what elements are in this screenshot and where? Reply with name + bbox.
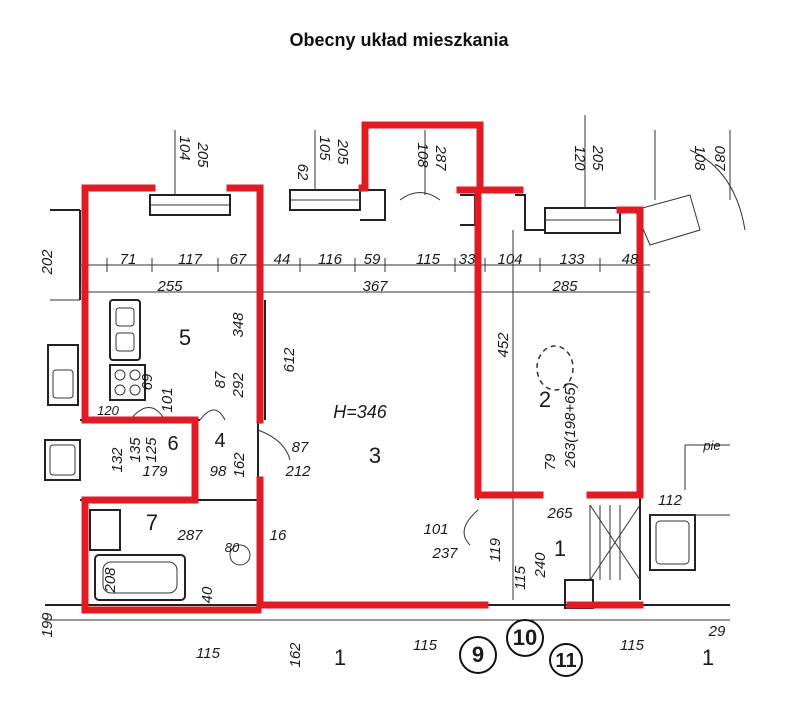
dim-label: 87 (292, 439, 309, 456)
dim-label: 71 (120, 251, 137, 268)
dim-label: 29 (708, 623, 726, 640)
room-label-6: 6 (167, 433, 178, 455)
room-label-7: 7 (146, 510, 158, 535)
dim-label: 44 (274, 251, 291, 268)
highlighted-walls (81, 121, 644, 614)
dim-label: 240 (532, 552, 549, 579)
room-label-2: 2 (539, 387, 551, 412)
dim-label: 179 (142, 463, 168, 480)
dim-label: 101 (159, 387, 176, 412)
dim-label: 67 (230, 251, 247, 268)
bottom-room-label-a: 1 (334, 645, 346, 670)
dim-label: 265 (546, 505, 573, 522)
dim-label: 199 (39, 612, 56, 638)
dim-label: 125 (143, 437, 160, 463)
dim-label: 108 (414, 142, 431, 168)
misc-dimensions: 87 212 179 98 287 16 101 237 265 112 115… (97, 403, 726, 662)
vertical-dimensions: 104 205 62 105 205 108 287 120 205 108 0… (39, 135, 728, 667)
dim-label: 255 (156, 278, 183, 295)
top-dimensions: 71 117 67 44 116 59 115 33 104 133 48 25… (120, 251, 639, 295)
dim-label: 112 (658, 492, 683, 509)
dim-label: 108 (691, 145, 708, 171)
dim-label: 80 (225, 540, 240, 555)
dim-label: 135 (127, 437, 144, 463)
dim-label: 452 (495, 332, 512, 358)
dim-label: 087 (711, 145, 728, 171)
dim-label: 115 (413, 637, 438, 654)
dim-label: 115 (416, 251, 441, 268)
ceiling-height-label: H=346 (333, 402, 388, 422)
dim-label: 202 (39, 249, 56, 276)
dim-label: 59 (364, 251, 381, 268)
dim-label: 285 (551, 278, 578, 295)
dim-label: 120 (97, 403, 119, 418)
dim-label: 205 (194, 141, 211, 168)
dim-label: pie (702, 438, 720, 453)
dim-label: 104 (176, 135, 193, 160)
dim-label: 115 (196, 645, 221, 662)
dim-label: 287 (432, 144, 449, 171)
dim-label: 101 (423, 521, 448, 538)
dim-label: 208 (102, 567, 119, 594)
room-label-3: 3 (369, 443, 381, 468)
dim-label: 367 (362, 278, 388, 295)
dim-label: 87 (212, 371, 229, 388)
dim-label: 287 (176, 527, 203, 544)
circled-number-11: 11 (555, 650, 576, 672)
dim-label: 212 (284, 463, 311, 480)
dim-label: 69 (139, 373, 156, 390)
room-label-4: 4 (214, 430, 225, 452)
dim-label: 104 (497, 251, 522, 268)
room-label-1: 1 (554, 536, 566, 561)
dim-label: 292 (230, 372, 247, 399)
dim-label: 98 (210, 463, 227, 480)
dim-label: 132 (109, 447, 126, 473)
dim-label: 79 (542, 453, 559, 470)
dim-label: 237 (431, 545, 458, 562)
dim-label: 33 (459, 251, 476, 268)
dim-label: 612 (281, 347, 298, 373)
room-label-5: 5 (179, 325, 191, 350)
dim-label: 348 (230, 312, 247, 338)
dim-label: 119 (487, 537, 504, 562)
dim-label: 162 (231, 452, 248, 478)
dim-label: 120 (571, 145, 588, 171)
dim-label: 16 (270, 527, 287, 544)
dim-label: 117 (178, 251, 203, 268)
circled-number-10: 10 (513, 625, 537, 650)
room-labels: 5 4 6 7 3 2 1 H=346 1 1 9 10 11 (146, 325, 714, 672)
dim-label: 48 (622, 251, 639, 268)
dim-label: 105 (316, 135, 333, 161)
dim-label: 205 (334, 138, 351, 165)
dim-label: 116 (318, 251, 343, 268)
dim-label: 263(198+65) (562, 382, 579, 469)
dim-label: 115 (620, 637, 645, 654)
dim-label: 162 (287, 642, 304, 668)
dim-label: 115 (512, 565, 529, 590)
dim-label: 40 (199, 586, 216, 603)
dim-label: 133 (559, 251, 585, 268)
circled-number-9: 9 (472, 642, 484, 667)
bottom-room-label-b: 1 (702, 645, 714, 670)
plan-title: Obecny układ mieszkania (289, 30, 509, 50)
dim-label: 205 (589, 144, 606, 171)
dim-label: 62 (294, 164, 311, 181)
